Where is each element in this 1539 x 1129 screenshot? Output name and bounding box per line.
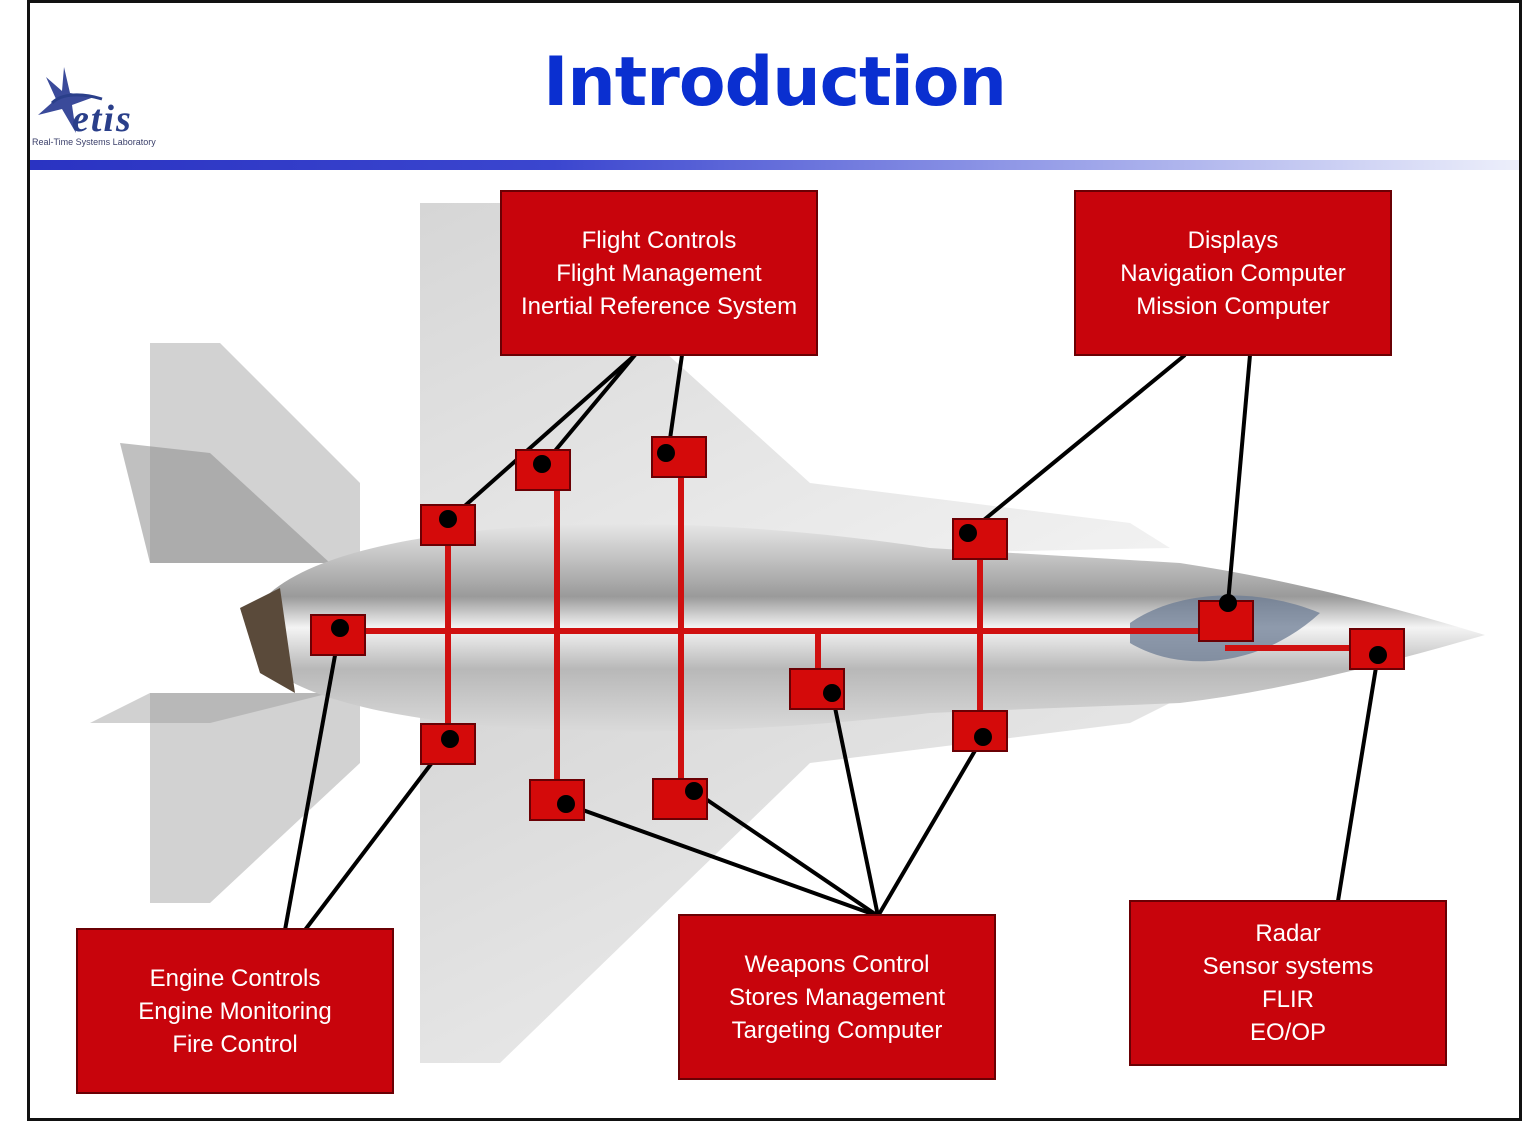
box-line: Flight Controls [581, 226, 737, 254]
box-line: FLIR [1261, 986, 1314, 1013]
box-line: Flight Management [556, 259, 762, 287]
box-line: Fire Control [172, 1030, 298, 1058]
title-divider [30, 160, 1519, 170]
page-title: Introduction [543, 43, 1007, 122]
box-line: Sensor systems [1202, 953, 1374, 980]
box-line: EO/OP [1249, 1019, 1327, 1046]
data-bus [340, 457, 1375, 800]
box-line: Mission Computer [1136, 292, 1330, 320]
star-icon [38, 67, 103, 133]
bus-node [952, 518, 1008, 560]
box-line: Displays [1187, 226, 1279, 254]
bus-nodes [310, 436, 1405, 821]
aircraft-illustration [90, 203, 1485, 1063]
displays-box: Displays Navigation Computer Mission Com… [1074, 190, 1392, 356]
logo-subtitle: Real-Time Systems Laboratory [32, 137, 156, 147]
slide: etis Real-Time Systems Laboratory Introd… [27, 0, 1522, 1121]
logo-wordmark: etis [72, 98, 133, 140]
box-line: Targeting Computer [731, 1016, 943, 1044]
box-line: Engine Monitoring [138, 997, 332, 1025]
weapons-control-box: Weapons Control Stores Management Target… [678, 914, 996, 1080]
box-line: Navigation Computer [1120, 259, 1346, 287]
box-line: Stores Management [728, 983, 946, 1011]
box-line: Engine Controls [149, 964, 321, 992]
radar-box: Radar Sensor systems FLIR EO/OP [1129, 900, 1447, 1066]
avionics-diagram [90, 203, 1485, 1063]
engine-controls-box: Engine Controls Engine Monitoring Fire C… [76, 928, 394, 1094]
box-line: Weapons Control [744, 950, 930, 978]
flight-controls-box: Flight Controls Flight Management Inerti… [500, 190, 818, 356]
bus-node [529, 779, 585, 821]
box-line: Radar [1255, 920, 1321, 947]
box-line: Inertial Reference System [520, 292, 798, 320]
retis-logo: etis Real-Time Systems Laboratory [32, 63, 232, 153]
